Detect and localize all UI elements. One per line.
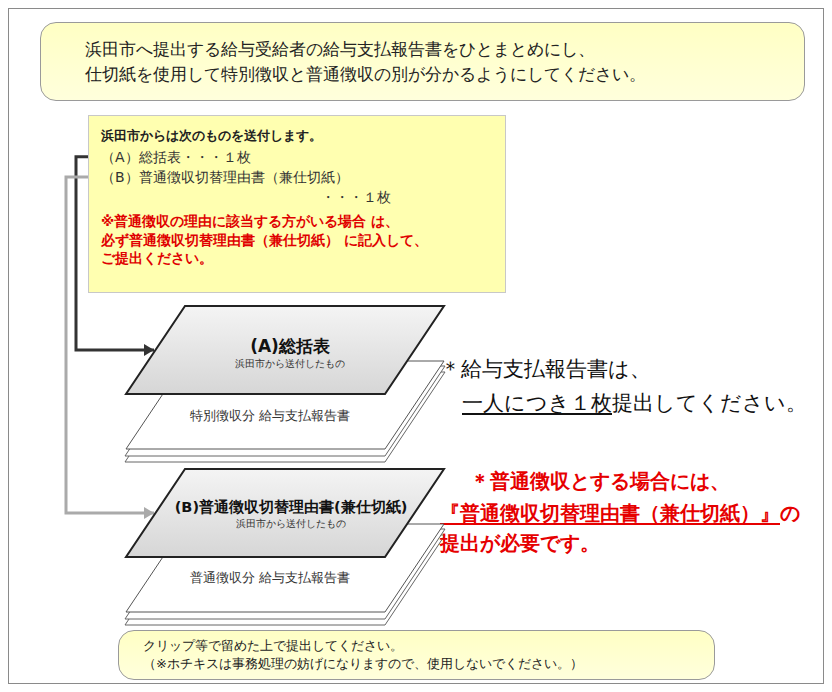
annotation: ＊普通徴収とする場合には、 (470, 468, 820, 495)
node-text: 浜田市からは次のものを送付します。 (101, 126, 493, 147)
node-text: （※ホチキスは事務処理の妨げになりますので、使用しないでください。） (143, 655, 694, 673)
node-text: (A)総括表 (165, 335, 415, 357)
sheet-shape (126, 524, 444, 612)
node-text: 普通徴収分 給与支払報告書 (145, 569, 395, 588)
node-text: （A）総括表・・・１枚 (101, 147, 493, 167)
node-text: 浜田市へ提出する給与受給者の給与支払報告書をひとまとめにし、 仕切紙を使用して特… (85, 37, 780, 86)
outer-frame (9, 9, 824, 684)
sheet-divider: (B)普通徴収切替理由書(兼仕切紙)浜田市から送付したもの (125, 468, 445, 558)
annotation-text: 『普通徴収切替理由書（兼仕切紙）』 (440, 501, 780, 525)
sheet-summary: (A)総括表浜田市から送付したもの (125, 305, 445, 395)
node-text: 浜田市から送付したもの (159, 517, 423, 531)
sheet-shape (126, 361, 444, 449)
instruction-box: 浜田市へ提出する給与受給者の給与支払報告書をひとまとめにし、 仕切紙を使用して特… (40, 22, 805, 101)
node-text: 浜田市から送付したもの (165, 357, 415, 371)
annotation: ＊給与支払報告書は、 (440, 356, 820, 383)
node-text: ※普通徴収の理由に該当する方がいる場合 は、必ず普通徴収切替理由書（兼仕切紙） … (101, 212, 493, 269)
node-text: (B)普通徴収切替理由書(兼仕切紙) (159, 498, 423, 517)
annotation: 一人につき１枚提出してください。 (462, 390, 822, 417)
annotation-text: ＊給与支払報告書は、 (440, 357, 651, 381)
node-text: 特別徴収分 給与支払報告書 (145, 407, 395, 426)
node-text: クリップ等で留めた上で提出してください。 (143, 637, 694, 655)
notice-box: クリップ等で留めた上で提出してください。（※ホチキスは事務処理の妨げになりますの… (118, 630, 715, 680)
note-box: 浜田市からは次のものを送付します。（A）総括表・・・１枚（B）普通徴収切替理由書… (88, 115, 506, 293)
annotation-text: 提出してください。 (612, 391, 807, 415)
node-text: （B）普通徴収切替理由書（兼仕切紙） ・・・１枚 (101, 167, 391, 208)
annotation-text: ＊普通徴収とする場合には、 (470, 469, 730, 493)
annotation-text: 一人につき１枚 (462, 391, 612, 415)
annotation: 『普通徴収切替理由書（兼仕切紙）』の 提出が必要です。 (440, 498, 822, 558)
